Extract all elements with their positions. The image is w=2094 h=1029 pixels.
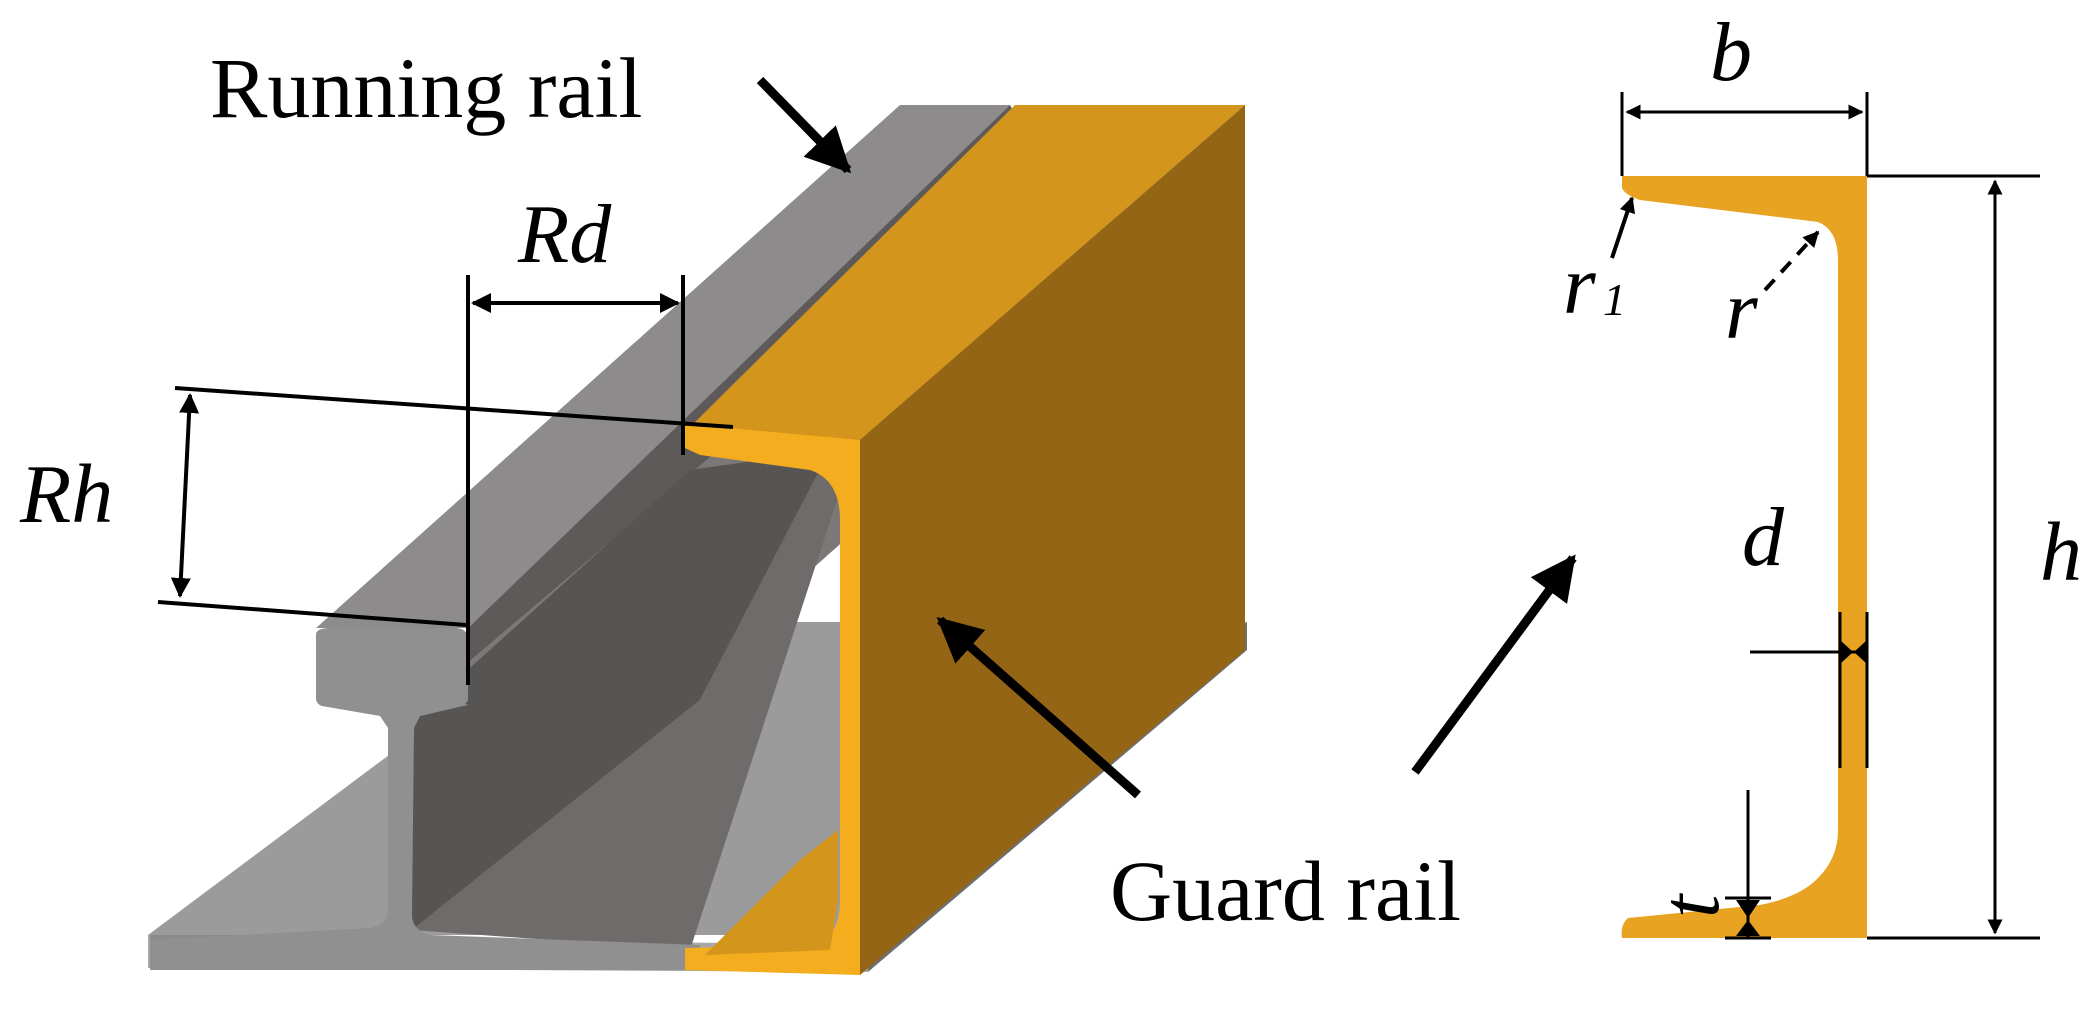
- rd-label: Rd: [517, 188, 612, 281]
- channel-cross-section: [1621, 176, 1867, 938]
- running-rail-label: Running rail: [210, 40, 642, 136]
- rh-dimension: [157, 386, 734, 627]
- d-dimension: [1750, 612, 1869, 768]
- t-dimension: [1725, 790, 1771, 940]
- running-rail-section-shape: [150, 628, 700, 970]
- t-label: t: [1644, 892, 1737, 918]
- running-rail-top: [316, 105, 1010, 628]
- channel-section-shape: [1621, 176, 1867, 938]
- guard-rail-label: Guard rail: [1110, 843, 1461, 939]
- d-label: d: [1742, 491, 1785, 584]
- rail-assembly-3d: [148, 105, 1247, 975]
- r1-subscript: 1: [1603, 274, 1626, 325]
- h-label: h: [2040, 506, 2082, 599]
- guard-rail-side: [860, 105, 1245, 975]
- guard-rail-section: [685, 424, 860, 975]
- running-rail-dark-face: [412, 450, 830, 930]
- running-rail-arrow: [756, 76, 852, 174]
- h-dimension: [1867, 174, 2040, 940]
- rh-label: Rh: [19, 448, 113, 541]
- r1-leader: [1610, 196, 1636, 259]
- guard-rail-top: [685, 105, 1245, 440]
- r1-label: r: [1563, 239, 1596, 332]
- running-rail-groove: [412, 445, 855, 950]
- guard-rail-inner-flange: [705, 830, 838, 955]
- r-leader: [1763, 230, 1820, 292]
- r-label: r: [1725, 264, 1758, 357]
- b-dimension: [1620, 92, 1869, 176]
- b-label: b: [1710, 6, 1752, 99]
- guard-rail-arrow: [936, 616, 1141, 799]
- section-arrow: [1411, 554, 1577, 775]
